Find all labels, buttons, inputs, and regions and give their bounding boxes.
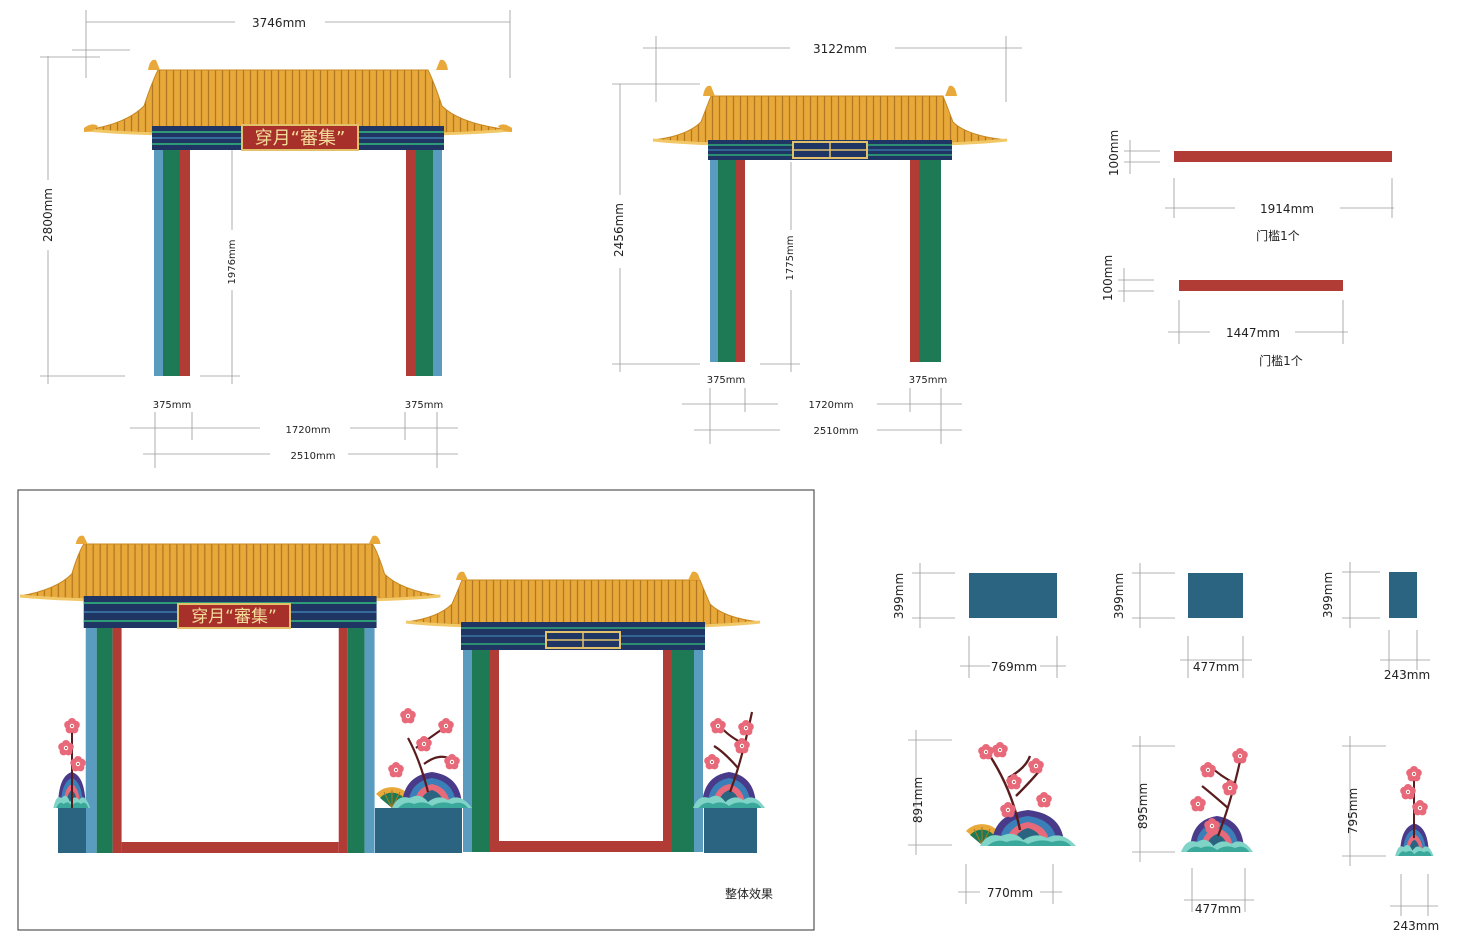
dim-gate-large-opening-width: 1720mm [286,425,331,436]
dim-gate-large-pillar-right: 375mm [405,400,444,411]
dim-gate-small-pillar-left: 375mm [707,375,746,386]
dim-gate-small-pillar-right: 375mm [909,375,948,386]
block-2-width: 477mm [1193,660,1239,674]
dim-gate-large-overall-width: 2510mm [291,451,336,462]
decor-2-height: 895mm [1136,783,1150,829]
block-3-width: 243mm [1384,668,1430,682]
decor-3-width: 243mm [1393,919,1439,933]
overview-plaque-text: 穿月“審集” [191,607,277,627]
decor-3: 795mm 243mm [1342,736,1439,933]
gate-large-drawing: 穿月“審集” 3746mm 2800mm 1976mm 375mm [40,10,514,468]
gate-plaque [241,124,359,151]
dim-gate-small-height: 2456mm [612,203,626,257]
sill-2-height: 100mm [1101,255,1115,301]
sill-1-length: 1914mm [1260,202,1314,216]
dimension-lines [40,10,511,468]
gate-plaque-text: 穿月“審集” [255,128,346,149]
block-1-height: 399mm [892,573,906,619]
overview-caption: 整体效果 [725,886,773,901]
dim-gate-large-pillar-left: 375mm [153,400,192,411]
decor-1: 891mm 770mm [908,730,1076,904]
overview-plaque [177,603,291,629]
dim-gate-small-opening-width: 1720mm [809,400,854,411]
block-3-height: 399mm [1321,572,1335,618]
dim-gate-large-opening-height: 1976mm [227,240,238,285]
sill-1: 100mm 1914mm 门槛1个 [1107,130,1394,243]
block-1: 399mm 769mm [892,563,1066,678]
sill-2-length: 1447mm [1226,326,1280,340]
dim-gate-small-opening-height: 1775mm [785,236,796,281]
sill-1-caption: 门槛1个 [1256,228,1300,243]
decor-2-width: 477mm [1195,902,1241,916]
decor-2: 895mm 477mm [1132,736,1254,916]
block-1-width: 769mm [991,660,1037,674]
dim-gate-large-width: 3746mm [252,16,306,30]
decor-3-height: 795mm [1346,788,1360,834]
dim-gate-small-overall-width: 2510mm [814,426,859,437]
dim-gate-small-width: 3122mm [813,42,867,56]
block-3: 399mm 243mm [1321,562,1430,682]
block-2: 399mm 477mm [1112,563,1252,678]
sill-2: 100mm 1447mm 门槛1个 [1101,255,1348,368]
sill-2-caption: 门槛1个 [1259,353,1303,368]
dimension-lines [612,36,1022,444]
decor-1-width: 770mm [987,886,1033,900]
block-2-height: 399mm [1112,573,1126,619]
decor-1-height: 891mm [911,777,925,823]
overview-panel: 穿月“審集” [17,489,815,931]
gate-small-drawing: 3122mm 2456mm 1775mm 375mm 375mm 1720mm … [612,36,1022,444]
sill-1-height: 100mm [1107,130,1121,176]
dim-gate-large-height: 2800mm [41,188,55,242]
